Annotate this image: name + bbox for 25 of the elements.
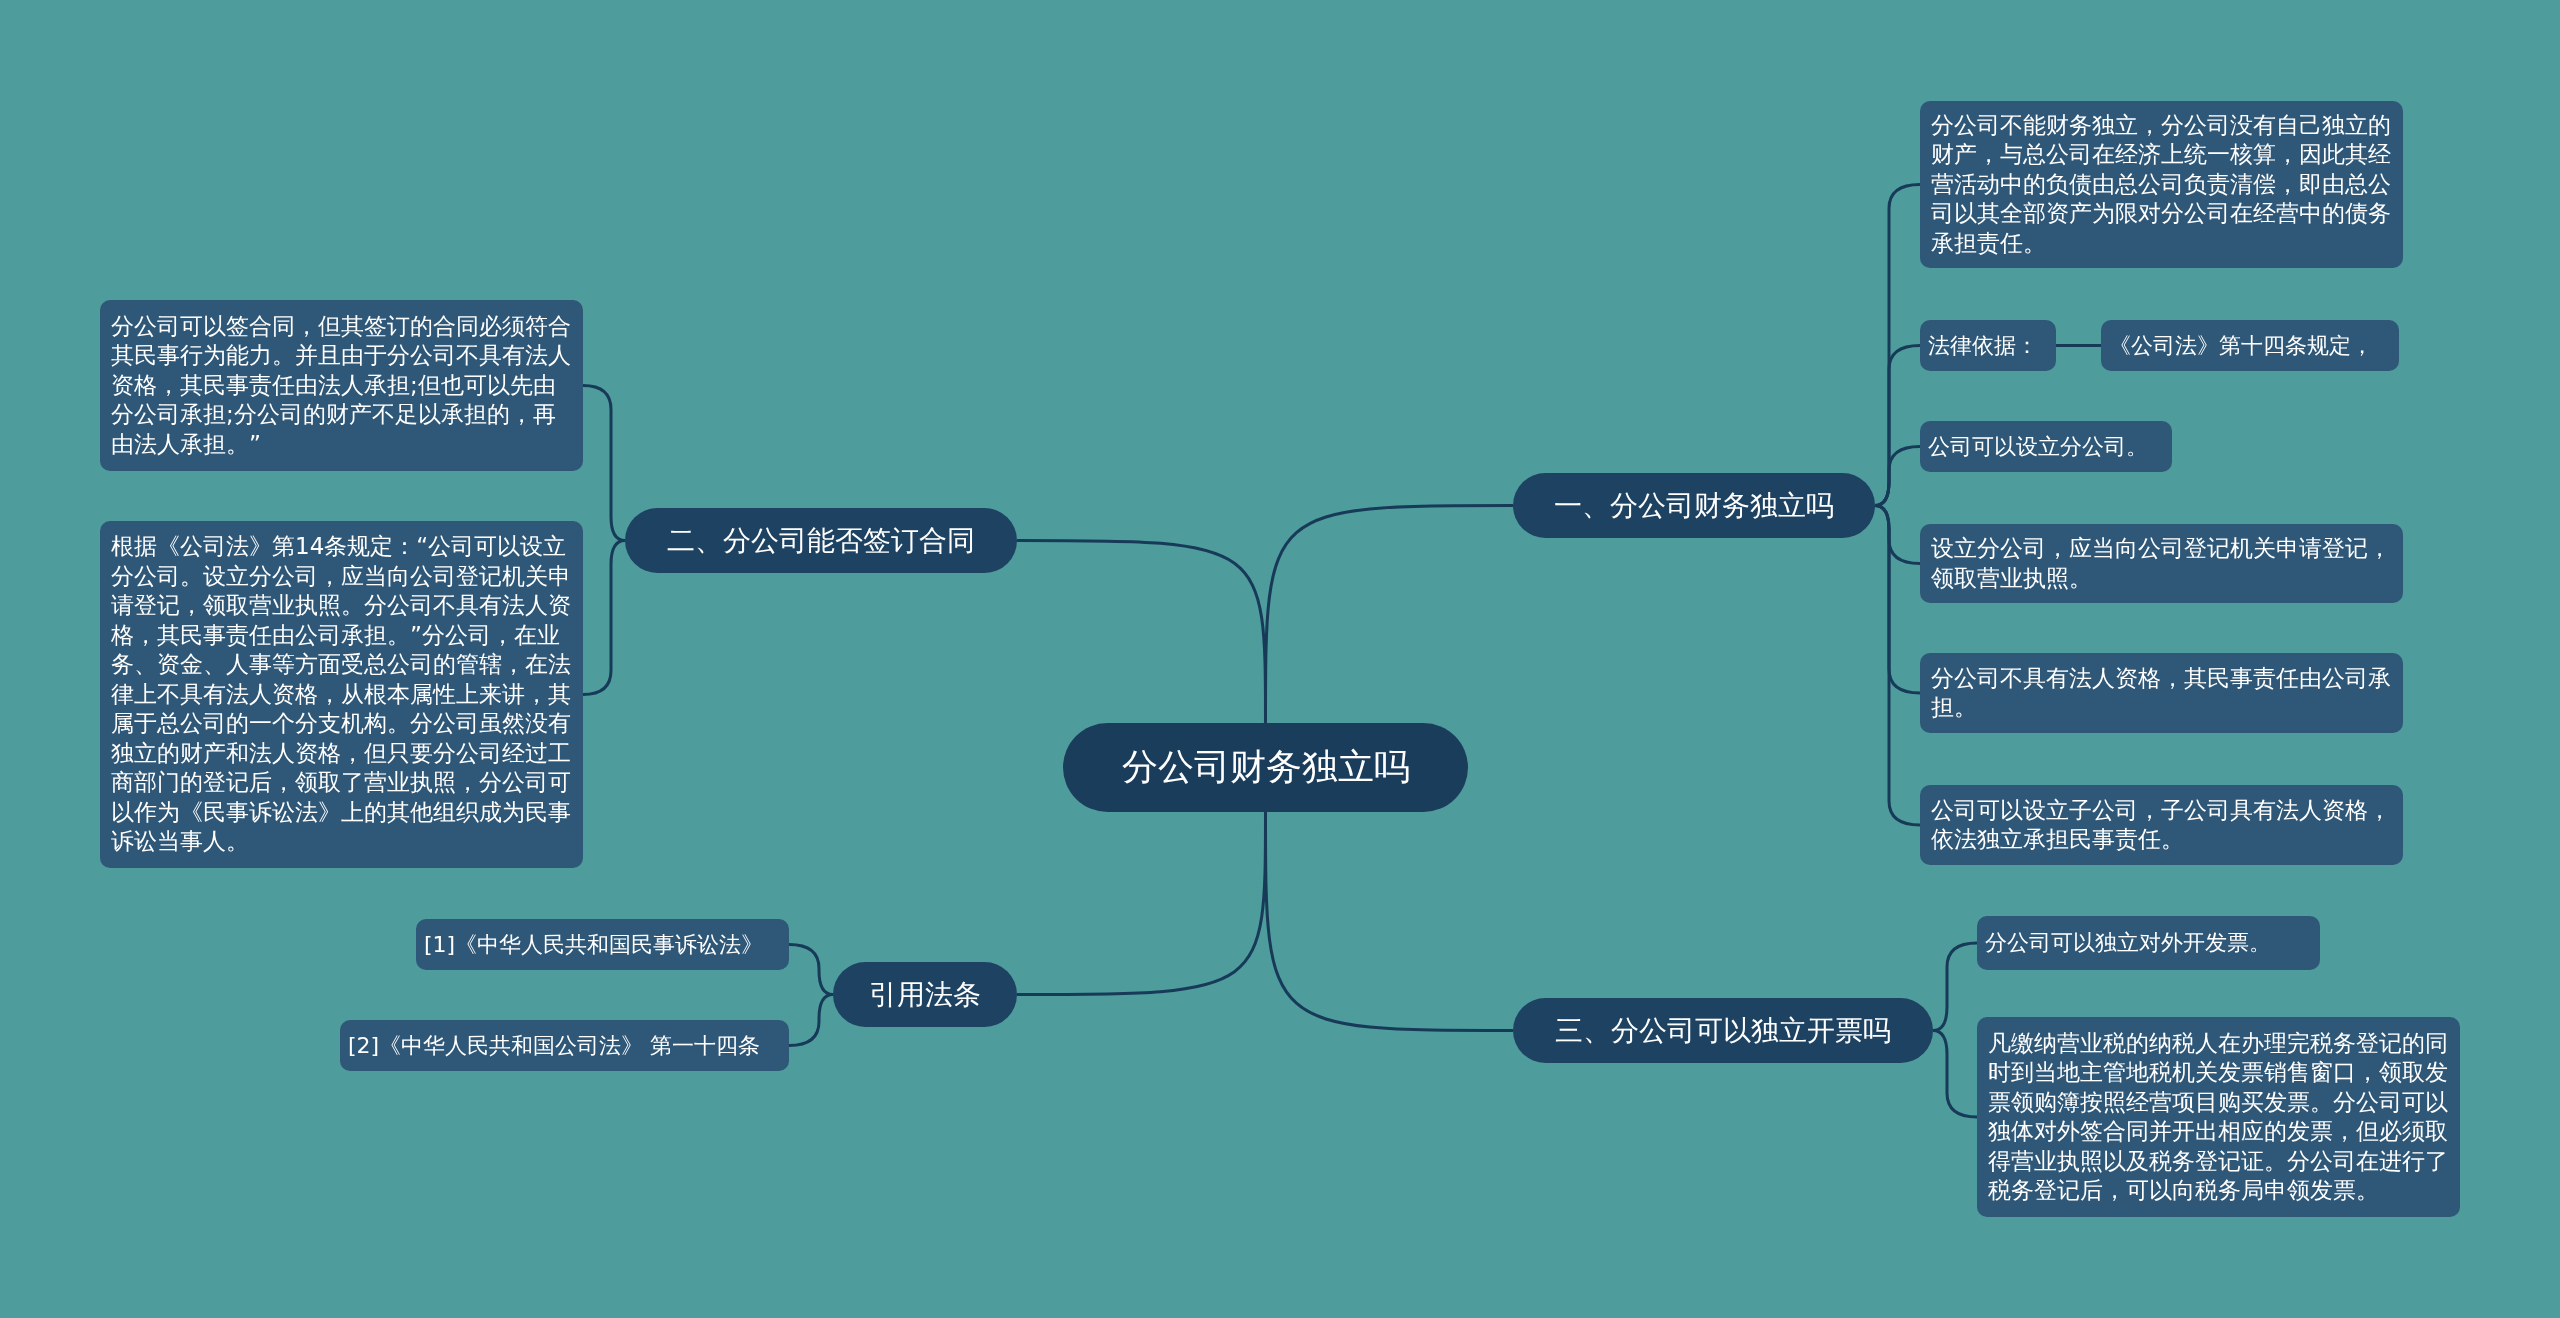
connector-line: [1932, 1029, 1978, 1119]
note-box: 分公司可以签合同，但其签订的合同必须符合其民事行为能力。并且由于分公司不具有法人资格，其民事责任由法人承担;但也可以先由分公司承担;分公司的财产不足以承担的，再由法人承担。”: [100, 300, 583, 471]
branch-topic: 引用法条: [833, 962, 1017, 1027]
central-topic: 分公司财务独立吗: [1063, 723, 1468, 812]
note-box: 公司可以设立分公司。: [1920, 421, 2172, 472]
note-box: 凡缴纳营业税的纳税人在办理完税务登记的同时到当地主管地税机关发票销售窗口，领取发票领购簿按照经营项目购买发票。分公司可以独体对外签合同并开出相应的发票，但必须取得营业执照以及税务登记证。分公司在进行了税务登记后，可以向税务局申领发票。: [1977, 1017, 2460, 1217]
note-box: [2]《中华人民共和国公司法》 第一十四条: [340, 1020, 789, 1071]
note-box: 《公司法》第十四条规定，: [2101, 320, 2399, 371]
branch-topic: 二、分公司能否签订合同: [625, 508, 1017, 573]
branch-topic: 一、分公司财务独立吗: [1513, 473, 1875, 538]
connector-line: [582, 539, 626, 696]
note-box: 法律依据：: [1920, 320, 2056, 371]
connector-line: [788, 993, 834, 1047]
connector-line: [1017, 812, 1267, 996]
note-box: [1]《中华人民共和国民事诉讼法》: [416, 919, 789, 970]
note-box: 分公司不能财务独立，分公司没有自己独立的财产，与总公司在经济上统一核算，因此其经营活动中的负债由总公司负责清偿，即由总公司以其全部资产为限对分公司在经营中的债务承担责任。: [1920, 101, 2403, 268]
connector-line: [2056, 344, 2101, 347]
note-box: 公司可以设立子公司，子公司具有法人资格，依法独立承担民事责任。: [1920, 785, 2403, 865]
note-box: 分公司可以独立对外开发票。: [1977, 916, 2320, 970]
note-box: 根据《公司法》第14条规定：“公司可以设立分公司。设立分公司，应当向公司登记机关申请登记，领取营业执照。分公司不具有法人资格，其民事责任由公司承担。”分公司，在业务、资金、人事等方面受总公司的管辖，在法律上不具有法人资格，从根本属性上来讲，其属于总公司的一个分支机构。分公司虽然没有独立的财产和法人资格，但只要分公司经过工商部门的登记后，领取了营业执照，分公司可以作为《民事诉讼法》上的其他组织成为民事诉讼当事人。: [100, 521, 583, 868]
note-box: 设立分公司，应当向公司登记机关申请登记，领取营业执照。: [1920, 524, 2403, 603]
connector-line: [1874, 504, 1921, 827]
branch-topic: 三、分公司可以独立开票吗: [1513, 998, 1933, 1063]
note-box: 分公司不具有法人资格，其民事责任由公司承担。: [1920, 653, 2403, 733]
connector-line: [1017, 539, 1267, 723]
